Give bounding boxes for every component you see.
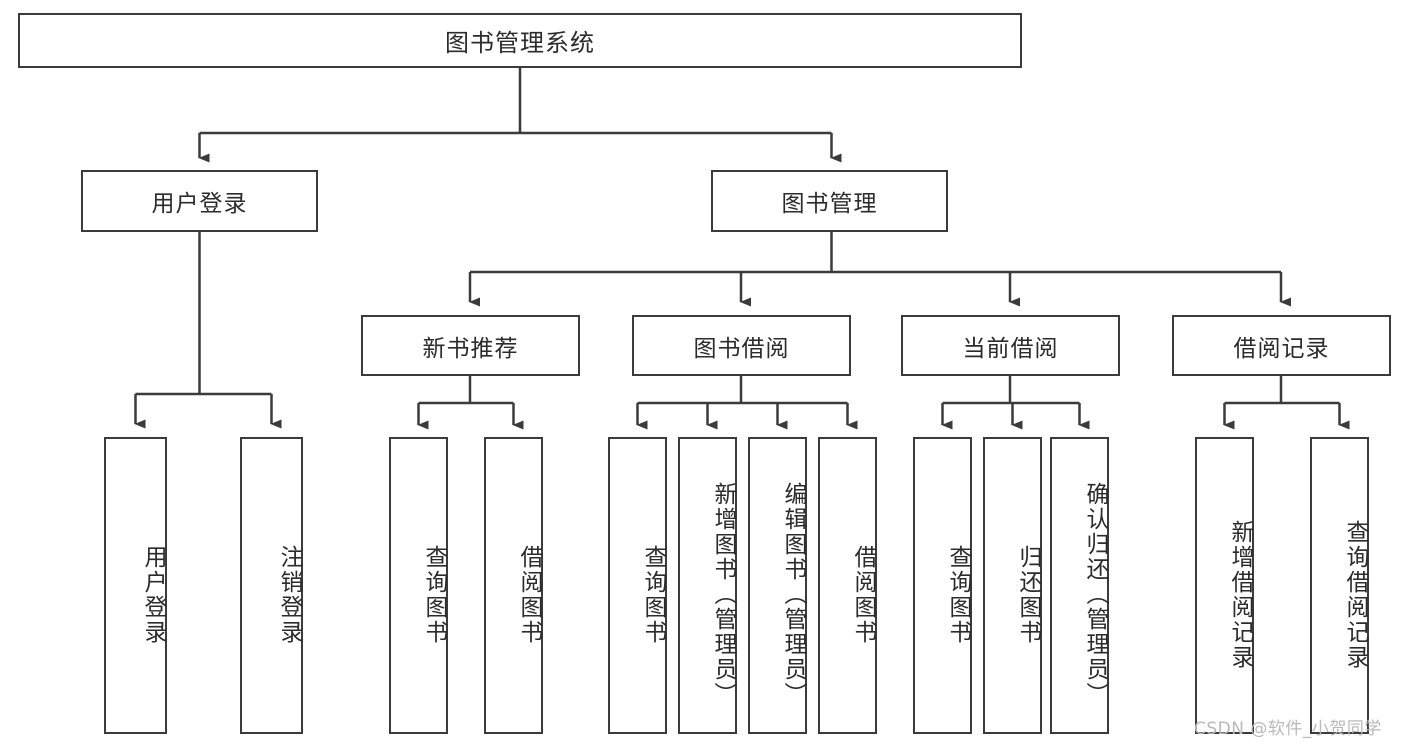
node-user-login-label: 用户登录 xyxy=(151,191,248,217)
node-new-book-recommend[interactable]: 新书推荐 xyxy=(361,315,580,376)
node-leaf-borrow-book-1[interactable]: 借阅图书 xyxy=(484,437,543,734)
node-book-management[interactable]: 图书管理 xyxy=(711,170,948,232)
node-current-borrow[interactable]: 当前借阅 xyxy=(901,315,1120,376)
node-leaf-query-book-3[interactable]: 查询图书 xyxy=(913,437,972,734)
node-leaf-edit-book[interactable]: 编辑图书（管理员） xyxy=(748,437,807,734)
node-leaf-return-book[interactable]: 归还图书 xyxy=(983,437,1042,734)
edges-userlogin-to-leaves xyxy=(134,232,282,429)
node-leaf-borrow-book-2[interactable]: 借阅图书 xyxy=(818,437,877,734)
edges-currentborrow-to-leaves xyxy=(941,376,1090,430)
node-leaf-user-login[interactable]: 用户登录 xyxy=(104,437,167,734)
node-leaf-add-book[interactable]: 新增图书（管理员） xyxy=(678,437,737,734)
edges-borrowrecord-to-leaves xyxy=(1223,376,1350,430)
node-root-label: 图书管理系统 xyxy=(445,29,595,57)
node-leaf-confirm-return[interactable]: 确认归还（管理员） xyxy=(1050,437,1109,734)
node-book-borrow[interactable]: 图书借阅 xyxy=(632,315,851,376)
node-borrow-record[interactable]: 借阅记录 xyxy=(1172,315,1391,376)
node-borrow-record-label: 借阅记录 xyxy=(1233,335,1330,362)
edges-booksmgmt-to-level3 xyxy=(468,232,1291,307)
edges-bookborrow-to-leaves xyxy=(636,376,858,430)
node-leaf-add-borrow-record[interactable]: 新增借阅记录 xyxy=(1195,437,1254,734)
node-root[interactable]: 图书管理系统 xyxy=(18,13,1022,68)
node-leaf-query-book-1[interactable]: 查询图书 xyxy=(389,437,448,734)
node-book-borrow-label: 图书借阅 xyxy=(693,335,790,362)
node-current-borrow-label: 当前借阅 xyxy=(962,335,1059,362)
watermark: CSDN @软件_小贺同学 xyxy=(1194,719,1382,739)
node-leaf-logout[interactable]: 注销登录 xyxy=(240,437,303,734)
edges-root-to-level2 xyxy=(198,68,842,163)
node-user-login[interactable]: 用户登录 xyxy=(81,170,318,232)
node-leaf-query-book-2[interactable]: 查询图书 xyxy=(608,437,667,734)
node-leaf-query-borrow-record[interactable]: 查询借阅记录 xyxy=(1310,437,1369,734)
node-book-management-label: 图书管理 xyxy=(781,191,878,217)
edges-newbook-to-leaves xyxy=(417,376,524,430)
node-new-book-recommend-label: 新书推荐 xyxy=(422,335,519,362)
